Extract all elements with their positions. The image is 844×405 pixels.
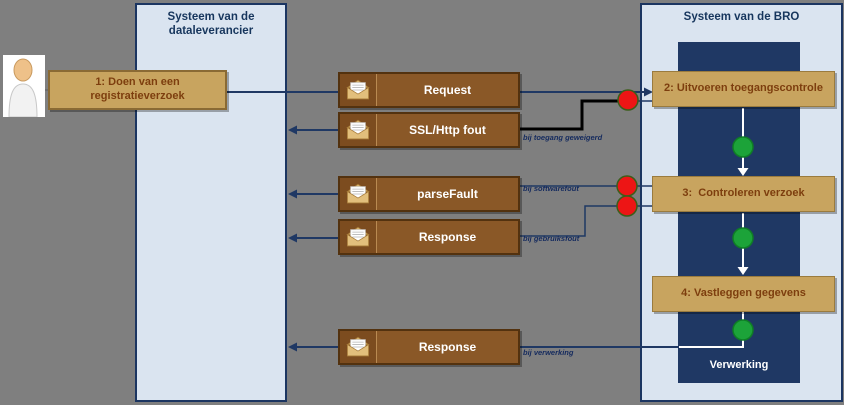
lane-dataleverancier: Systeem van de dataleverancier [135, 3, 287, 402]
note-bij-softwarefout: bij softwarefout [523, 184, 579, 193]
message-response-validatie: Response [338, 219, 520, 255]
lane-dataleverancier-title: Systeem van de dataleverancier [137, 10, 285, 39]
message-parsefault: parseFault [338, 176, 520, 212]
step-4-vastleggen-gegevens: 4: Vastleggen gegevens [652, 276, 835, 312]
step-1-label: 1: Doen van een registratieverzoek [90, 76, 185, 102]
step-2-label: 2: Uitvoeren toegangscontrole [664, 82, 823, 95]
step-2-uitvoeren-toegangscontrole: 2: Uitvoeren toegangscontrole [652, 71, 835, 107]
red-dot-icon [616, 175, 638, 197]
lane-title-line1: Systeem van de [167, 11, 255, 23]
message-request-label: Request [423, 83, 472, 97]
envelope-icon [340, 331, 377, 363]
verwerking-label: Verwerking [709, 359, 769, 371]
envelope-icon [340, 178, 377, 210]
lane-title-line2: dataleverancier [168, 25, 254, 38]
envelope-icon [340, 74, 377, 106]
message-parsefault-label: parseFault [417, 187, 478, 201]
lane-bro-title: Systeem van de BRO [683, 11, 800, 23]
message-response-validatie-label: Response [418, 230, 477, 244]
message-response-verwerking: Response [338, 329, 520, 365]
note-bij-gebruiksfout: bij gebruiksfout [523, 234, 580, 243]
envelope-icon [340, 221, 377, 253]
actor [3, 55, 45, 118]
ssl-fout-arrow [288, 125, 338, 135]
step-3-label: 3: Controleren verzoek [682, 187, 805, 200]
message-response-verwerking-label: Response [418, 340, 477, 354]
note-bij-verwerking: bij verwerking [523, 348, 574, 357]
envelope-icon [340, 114, 377, 146]
red-dot-icon [616, 195, 638, 217]
step-1-doen-registratieverzoek: 1: Doen van een registratieverzoek [48, 70, 227, 110]
green-dot-icon [732, 136, 754, 158]
note-bij-toegang-geweigerd: bij toegang geweigerd [523, 133, 603, 142]
red-dot-icon [617, 89, 639, 111]
message-ssl-http-fout: SSL/Http fout [338, 112, 520, 148]
step-3-controleren-verzoek: 3: Controleren verzoek [652, 176, 835, 212]
green-dot-icon [732, 319, 754, 341]
message-ssl-http-fout-label: SSL/Http fout [409, 123, 486, 137]
message-request: Request [338, 72, 520, 108]
green-dot-icon [732, 227, 754, 249]
step-4-label: 4: Vastleggen gegevens [681, 287, 806, 300]
person-icon [8, 58, 38, 118]
